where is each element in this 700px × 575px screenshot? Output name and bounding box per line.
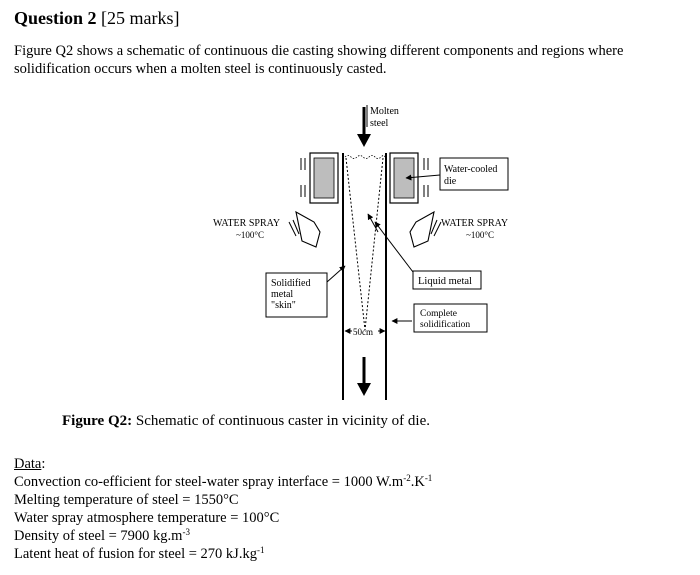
convection-exp1: -2 — [403, 473, 411, 483]
complete-solidification-box — [413, 303, 488, 333]
right-die — [389, 152, 429, 204]
question-marks: [25 marks] — [101, 8, 180, 28]
data-header: Data — [14, 456, 42, 472]
density-text: Density of steel = 7900 kg.m — [14, 528, 183, 544]
data-convection: Convection co-efficient for steel-water … — [14, 473, 432, 491]
data-latent-heat: Latent heat of fusion for steel = 270 kJ… — [14, 545, 432, 563]
liquid-metal-arrow — [374, 221, 414, 273]
question-number: Question 2 — [14, 8, 97, 28]
question-text: Figure Q2 shows a schematic of continuou… — [14, 43, 624, 77]
label-molten: Molten — [370, 106, 399, 117]
label-solidification: solidification — [420, 319, 470, 330]
label-water-cooled: Water-cooled — [444, 164, 497, 175]
label-water-spray-left: WATER SPRAY — [213, 218, 280, 229]
liquid-surface — [344, 155, 386, 159]
solidified-skin-arrow — [326, 265, 346, 283]
data-section: Data: Convection co-efficient for steel-… — [14, 455, 432, 563]
data-header-line: Data: — [14, 455, 432, 473]
die-pointer-arrow — [405, 174, 441, 181]
data-header-colon: : — [41, 456, 46, 472]
caption-label: Figure Q2: — [62, 413, 133, 429]
right-spray-nozzle — [409, 210, 442, 248]
label-water-spray-right-temp: ~100°C — [466, 230, 494, 240]
convection-mid: .K — [410, 474, 425, 490]
figure-caption: Figure Q2: Schematic of continuous caste… — [62, 413, 430, 430]
label-complete: Complete — [420, 309, 457, 319]
left-die — [300, 152, 339, 204]
solidified-skin-box — [265, 272, 328, 318]
label-metal: metal — [271, 289, 293, 300]
label-liquid-metal: Liquid metal — [418, 276, 472, 287]
data-melting: Melting temperature of steel = 1550°C — [14, 492, 239, 508]
data-density: Density of steel = 7900 kg.m-3 — [14, 527, 432, 545]
latent-text: Latent heat of fusion for steel = 270 kJ… — [14, 546, 257, 562]
skin-arrow — [367, 213, 379, 233]
label-water-spray-left-temp: ~100°C — [236, 230, 264, 240]
question-title: Question 2 [25 marks] — [14, 8, 180, 29]
water-cooled-die-box — [439, 157, 509, 191]
withdrawal-arrow — [357, 357, 371, 396]
label-die: die — [444, 176, 457, 187]
label-water-spray-right: WATER SPRAY — [441, 218, 508, 229]
label-solidified: Solidified — [271, 278, 310, 289]
density-exp: -3 — [182, 527, 190, 537]
caption-text: Schematic of continuous caster in vicini… — [132, 413, 430, 429]
molten-steel-arrow — [357, 107, 371, 147]
label-steel: steel — [370, 118, 389, 129]
label-skin: "skin" — [271, 300, 296, 311]
label-width: 50cm — [353, 327, 373, 337]
convection-exp2: -1 — [424, 473, 433, 483]
left-spray-nozzle — [288, 210, 321, 248]
latent-exp: -1 — [256, 545, 265, 555]
liquid-metal-box — [412, 270, 482, 290]
solidification-front — [345, 157, 384, 331]
convection-text: Convection co-efficient for steel-water … — [14, 474, 404, 490]
data-water-spray-temp: Water spray atmosphere temperature = 100… — [14, 510, 280, 526]
